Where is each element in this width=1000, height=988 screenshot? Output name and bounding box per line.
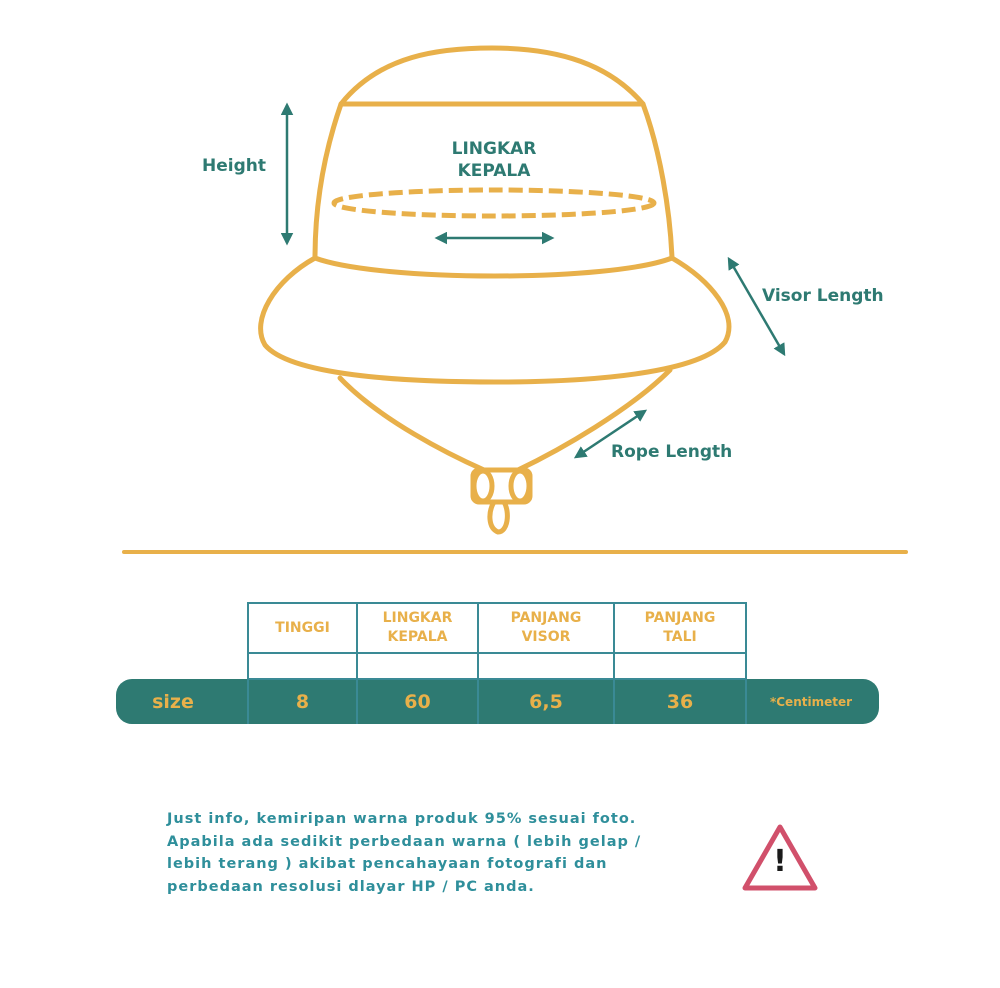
warning-triangle-icon: ! — [740, 822, 820, 894]
unit-note: *Centimeter — [769, 694, 853, 709]
header-lingkar-line1: LINGKAR — [382, 610, 453, 626]
header-tali-line2: TALI — [663, 629, 697, 645]
disclaimer-line: Apabila ada sedikit perbedaan warna ( le… — [167, 833, 642, 850]
header-tali-line1: PANJANG — [644, 610, 716, 626]
rope-toggle — [470, 467, 533, 505]
table-spacer-cell — [613, 652, 747, 680]
header-tinggi-line1: TINGGI — [275, 619, 330, 636]
color-disclaimer: Just info, kemiripan warna produk 95% se… — [167, 808, 727, 898]
hat-crown-body — [312, 101, 675, 279]
hat-rope — [337, 375, 487, 473]
cell-separator — [247, 679, 249, 724]
size-row-label: size — [152, 690, 194, 713]
head-circ-line2: KEPALA — [457, 161, 531, 181]
head-circ-line1: LINGKAR — [451, 139, 537, 159]
value-panjang-tali: 36 — [666, 690, 694, 713]
cell-separator — [613, 679, 615, 724]
value-tinggi: 8 — [295, 690, 310, 713]
table-spacer-cell — [356, 652, 479, 680]
header-visor-line1: PANJANG — [510, 610, 582, 626]
header-lingkar-line2: KEPALA — [387, 629, 448, 645]
height-label: Height — [202, 156, 266, 176]
head-circumference-ellipse — [331, 187, 657, 219]
head-circumference-label: LINGKAR KEPALA — [430, 138, 558, 182]
header-panjang-tali: PANJANG TALI — [613, 602, 747, 654]
header-tinggi: TINGGI — [247, 602, 358, 654]
header-lingkar-kepala: LINGKAR KEPALA — [356, 602, 479, 654]
rope-length-arrow — [573, 409, 648, 459]
visor-length-label: Visor Length — [762, 286, 884, 306]
header-panjang-visor: PANJANG VISOR — [477, 602, 615, 654]
hat-crown-top — [338, 45, 646, 107]
section-divider — [122, 550, 908, 554]
warning-glyph: ! — [773, 844, 787, 879]
header-visor-line2: VISOR — [521, 629, 571, 645]
visor-length-arrow — [727, 256, 786, 357]
hat-illustration — [258, 45, 786, 535]
value-lingkar-kepala: 60 — [404, 690, 431, 713]
size-row-bar — [116, 679, 879, 724]
rope-length-label: Rope Length — [611, 442, 733, 462]
hat-diagram: Height LINGKAR KEPALA Visor Length Rope … — [202, 45, 884, 535]
cell-separator — [356, 679, 358, 724]
disclaimer-line: perbedaan resolusi dlayar HP / PC anda. — [167, 878, 535, 895]
cell-separator — [745, 679, 747, 724]
table-spacer-cell — [247, 652, 358, 680]
disclaimer-line: lebih terang ) akibat pencahayaan fotogr… — [167, 856, 608, 872]
disclaimer-line: Just info, kemiripan warna produk 95% se… — [167, 811, 637, 827]
table-spacer-cell — [477, 652, 615, 680]
cell-separator — [477, 679, 479, 724]
value-panjang-visor: 6,5 — [529, 690, 563, 713]
